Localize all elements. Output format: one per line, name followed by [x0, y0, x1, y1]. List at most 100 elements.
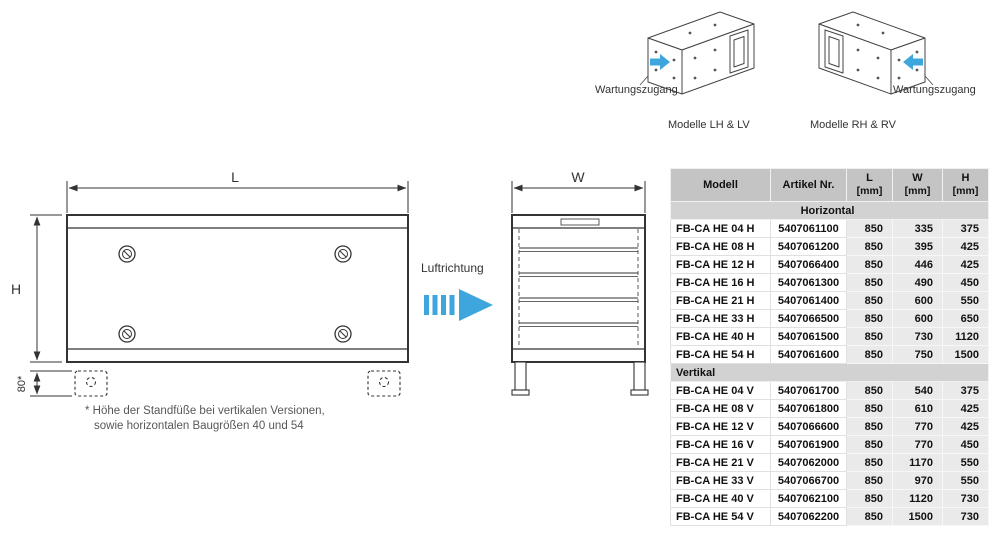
table-cell: 5407061600 — [770, 345, 847, 364]
dimension-length — [66, 181, 409, 213]
airflow-label: Luftrichtung — [421, 261, 484, 275]
airflow-arrow-icon — [424, 289, 493, 321]
table-cell: 550 — [942, 453, 989, 472]
table-cell: 730 — [942, 507, 989, 526]
table-cell: 850 — [846, 453, 893, 472]
iso-box-lh-lv — [639, 11, 755, 95]
dim-label-feet: 80* — [16, 375, 28, 392]
table-cell: FB-CA HE 21 H — [670, 291, 771, 310]
model-label-lh-lv: Modelle LH & LV — [668, 119, 750, 131]
col-header-h: H[mm] — [942, 168, 989, 202]
col-header-artikel: Artikel Nr. — [770, 168, 847, 202]
unit-label: [mm] — [952, 185, 979, 197]
table-cell: 395 — [892, 237, 943, 256]
table-cell: 600 — [892, 309, 943, 328]
table-cell: 1120 — [892, 489, 943, 508]
table-cell: 970 — [892, 471, 943, 490]
table-cell: FB-CA HE 04 V — [670, 381, 771, 400]
filter-rails — [519, 247, 638, 327]
table-cell: 770 — [892, 435, 943, 454]
table-cell: 5407062200 — [770, 507, 847, 526]
front-view-drawing: L H — [11, 169, 409, 397]
table-cell: 850 — [846, 489, 893, 508]
table-cell: 850 — [846, 345, 893, 364]
table-cell: 5407066500 — [770, 309, 847, 328]
table-cell: 850 — [846, 399, 893, 418]
maintenance-arrow-right-icon — [903, 54, 923, 70]
table-cell: 540 — [892, 381, 943, 400]
spec-table: Modell Artikel Nr. L[mm] W[mm] H[mm] Hor… — [670, 168, 989, 526]
table-cell: 5407061300 — [770, 273, 847, 292]
table-cell: 850 — [846, 507, 893, 526]
table-cell: 450 — [942, 435, 989, 454]
table-cell: 550 — [942, 291, 989, 310]
table-cell: 446 — [892, 255, 943, 274]
table-cell: 850 — [846, 327, 893, 346]
table-cell: FB-CA HE 33 V — [670, 471, 771, 490]
table-cell: 5407061900 — [770, 435, 847, 454]
table-cell: 5407061800 — [770, 399, 847, 418]
table-cell: FB-CA HE 12 H — [670, 255, 771, 274]
table-cell: 425 — [942, 417, 989, 436]
dimension-width — [511, 181, 646, 213]
lock-icons — [118, 245, 352, 343]
table-cell: FB-CA HE 54 H — [670, 345, 771, 364]
table-cell: 335 — [892, 219, 943, 238]
table-cell: FB-CA HE 08 V — [670, 399, 771, 418]
table-cell: 5407061700 — [770, 381, 847, 400]
table-cell: FB-CA HE 16 H — [670, 273, 771, 292]
table-cell: 5407061400 — [770, 291, 847, 310]
table-cell: 5407066700 — [770, 471, 847, 490]
table-cell: 5407062000 — [770, 453, 847, 472]
table-section-row: Horizontal — [670, 201, 989, 220]
table-cell: 1170 — [892, 453, 943, 472]
footnote: * Höhe der Standfüße bei vertikalen Vers… — [85, 404, 325, 434]
table-cell: 550 — [942, 471, 989, 490]
table-cell: 750 — [892, 345, 943, 364]
table-cell: 1120 — [942, 327, 989, 346]
table-cell: 850 — [846, 273, 893, 292]
maintenance-arrow-left-icon — [650, 54, 670, 70]
front-view-feet — [74, 370, 401, 397]
table-cell: 650 — [942, 309, 989, 328]
side-view-drawing: Luftrichtung W — [421, 169, 649, 396]
table-cell: 490 — [892, 273, 943, 292]
footnote-line-1: * Höhe der Standfüße bei vertikalen Vers… — [85, 405, 325, 417]
table-cell: FB-CA HE 08 H — [670, 237, 771, 256]
table-cell: 850 — [846, 237, 893, 256]
table-cell: 730 — [942, 489, 989, 508]
table-cell: 5407061200 — [770, 237, 847, 256]
table-cell: 1500 — [942, 345, 989, 364]
table-cell: FB-CA HE 04 H — [670, 219, 771, 238]
table-cell: 5407061100 — [770, 219, 847, 238]
table-cell: FB-CA HE 40 V — [670, 489, 771, 508]
table-cell: 375 — [942, 219, 989, 238]
spec-table-header: Modell Artikel Nr. L[mm] W[mm] H[mm] — [670, 168, 989, 202]
table-cell: 1500 — [892, 507, 943, 526]
table-cell: 730 — [892, 327, 943, 346]
isometric-views: Wartungszugang Modelle LH & LV Wartungsz… — [595, 11, 976, 131]
table-cell: 5407062100 — [770, 489, 847, 508]
footnote-line-2: sowie horizontalen Baugrößen 40 und 54 — [94, 420, 304, 432]
dimension-feet-height — [30, 370, 72, 397]
table-cell: 610 — [892, 399, 943, 418]
col-header-l: L[mm] — [846, 168, 893, 202]
table-cell: FB-CA HE 40 H — [670, 327, 771, 346]
table-cell: FB-CA HE 16 V — [670, 435, 771, 454]
unit-label: [mm] — [904, 185, 931, 197]
table-cell: 850 — [846, 309, 893, 328]
model-label-rh-rv: Modelle RH & RV — [810, 119, 897, 131]
